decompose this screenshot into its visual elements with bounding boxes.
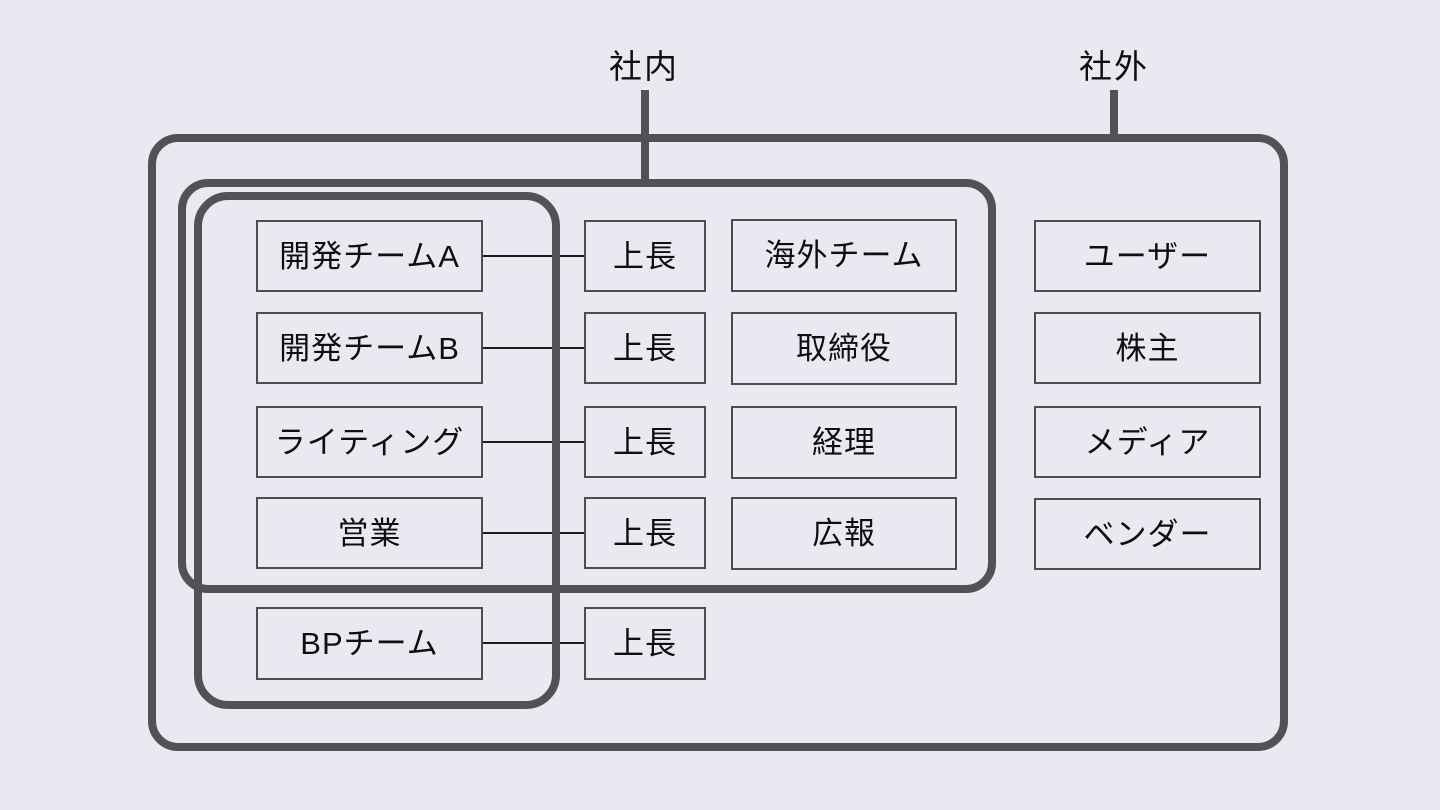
connector-devteam-a-manager: [483, 255, 584, 257]
manager-label: 上長: [613, 424, 677, 460]
external-box-media: メディア: [1034, 406, 1261, 478]
team-label: 開発チームA: [279, 238, 460, 274]
manager-label: 上長: [613, 626, 677, 661]
team-box-writing: ライティング: [256, 406, 483, 478]
team-group-frame: [194, 192, 560, 709]
department-label: 経理: [812, 425, 876, 460]
external-box-users: ユーザー: [1034, 220, 1261, 292]
department-box-pr: 広報: [731, 497, 957, 570]
team-box-devteam-b: 開発チームB: [256, 312, 483, 384]
external-box-vendors: ベンダー: [1034, 498, 1261, 570]
external-box-shareholders: 株主: [1034, 312, 1261, 384]
manager-box-bpteam: 上長: [584, 607, 706, 680]
department-label: 広報: [812, 516, 876, 551]
department-box-directors: 取締役: [731, 312, 957, 385]
manager-label: 上長: [613, 515, 677, 551]
manager-box-writing: 上長: [584, 406, 706, 478]
external-label: ユーザー: [1083, 238, 1212, 274]
connector-bpteam-manager: [483, 642, 584, 644]
internal-group-frame: [178, 179, 996, 593]
manager-box-sales: 上長: [584, 497, 706, 569]
team-label: 営業: [337, 515, 402, 551]
connector-devteam-b-manager: [483, 347, 584, 349]
team-box-bpteam: BPチーム: [256, 607, 483, 680]
team-label: ライティング: [274, 424, 465, 460]
label-internal: 社内: [609, 48, 679, 85]
team-box-devteam-a: 開発チームA: [256, 220, 483, 292]
external-label: 株主: [1115, 330, 1180, 366]
team-label: BPチーム: [300, 626, 439, 661]
department-label: 取締役: [796, 331, 892, 366]
label-external: 社外: [1079, 48, 1149, 85]
connector-sales-manager: [483, 532, 584, 534]
external-label: メディア: [1084, 424, 1211, 460]
department-box-accounting: 経理: [731, 406, 957, 479]
manager-label: 上長: [613, 238, 677, 274]
department-box-overseas-team: 海外チーム: [731, 219, 957, 292]
external-label-stem-line: [1110, 90, 1118, 140]
team-label: 開発チームB: [279, 330, 460, 366]
manager-box-devteam-b: 上長: [584, 312, 706, 384]
department-label: 海外チーム: [764, 238, 924, 273]
team-box-sales: 営業: [256, 497, 483, 569]
company-boundary-frame: [148, 134, 1288, 751]
external-label: ベンダー: [1083, 516, 1212, 552]
manager-box-devteam-a: 上長: [584, 220, 706, 292]
connector-writing-manager: [483, 441, 584, 443]
manager-label: 上長: [613, 330, 677, 366]
